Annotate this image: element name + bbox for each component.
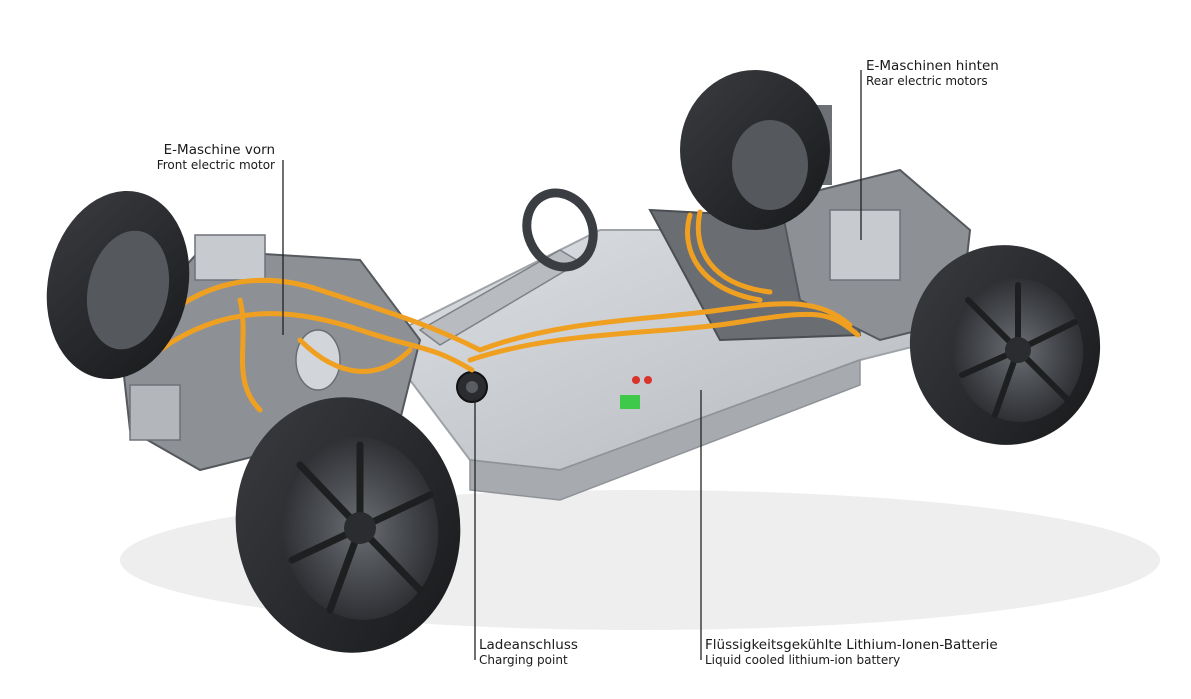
label-charging-point-de: Ladeanschluss — [479, 637, 578, 653]
steering-assembly — [418, 188, 598, 346]
front-right-wheel — [235, 397, 461, 653]
front-left-wheel — [46, 190, 190, 380]
leader-lines — [282, 70, 862, 660]
label-front-motor: E-Maschine vorn Front electric motor — [110, 142, 275, 173]
label-charging-point: Ladeanschluss Charging point — [479, 637, 578, 668]
rear-left-wheel — [680, 70, 830, 230]
label-front-motor-de: E-Maschine vorn — [163, 142, 275, 158]
label-battery-de: Flüssigkeitsgekühlte Lithium-Ionen-Batte… — [705, 637, 998, 653]
label-charging-point-en: Charging point — [479, 653, 568, 668]
label-front-motor-en: Front electric motor — [156, 158, 275, 173]
charging-port — [456, 371, 488, 403]
label-battery: Flüssigkeitsgekühlte Lithium-Ionen-Batte… — [705, 637, 998, 668]
label-rear-motors-en: Rear electric motors — [866, 74, 988, 89]
label-battery-en: Liquid cooled lithium-ion battery — [705, 653, 901, 668]
label-rear-motors-de: E-Maschinen hinten — [866, 58, 999, 74]
hv-cables — [147, 209, 861, 413]
rear-right-wheel — [909, 245, 1101, 445]
label-rear-motors: E-Maschinen hinten Rear electric motors — [866, 58, 999, 89]
